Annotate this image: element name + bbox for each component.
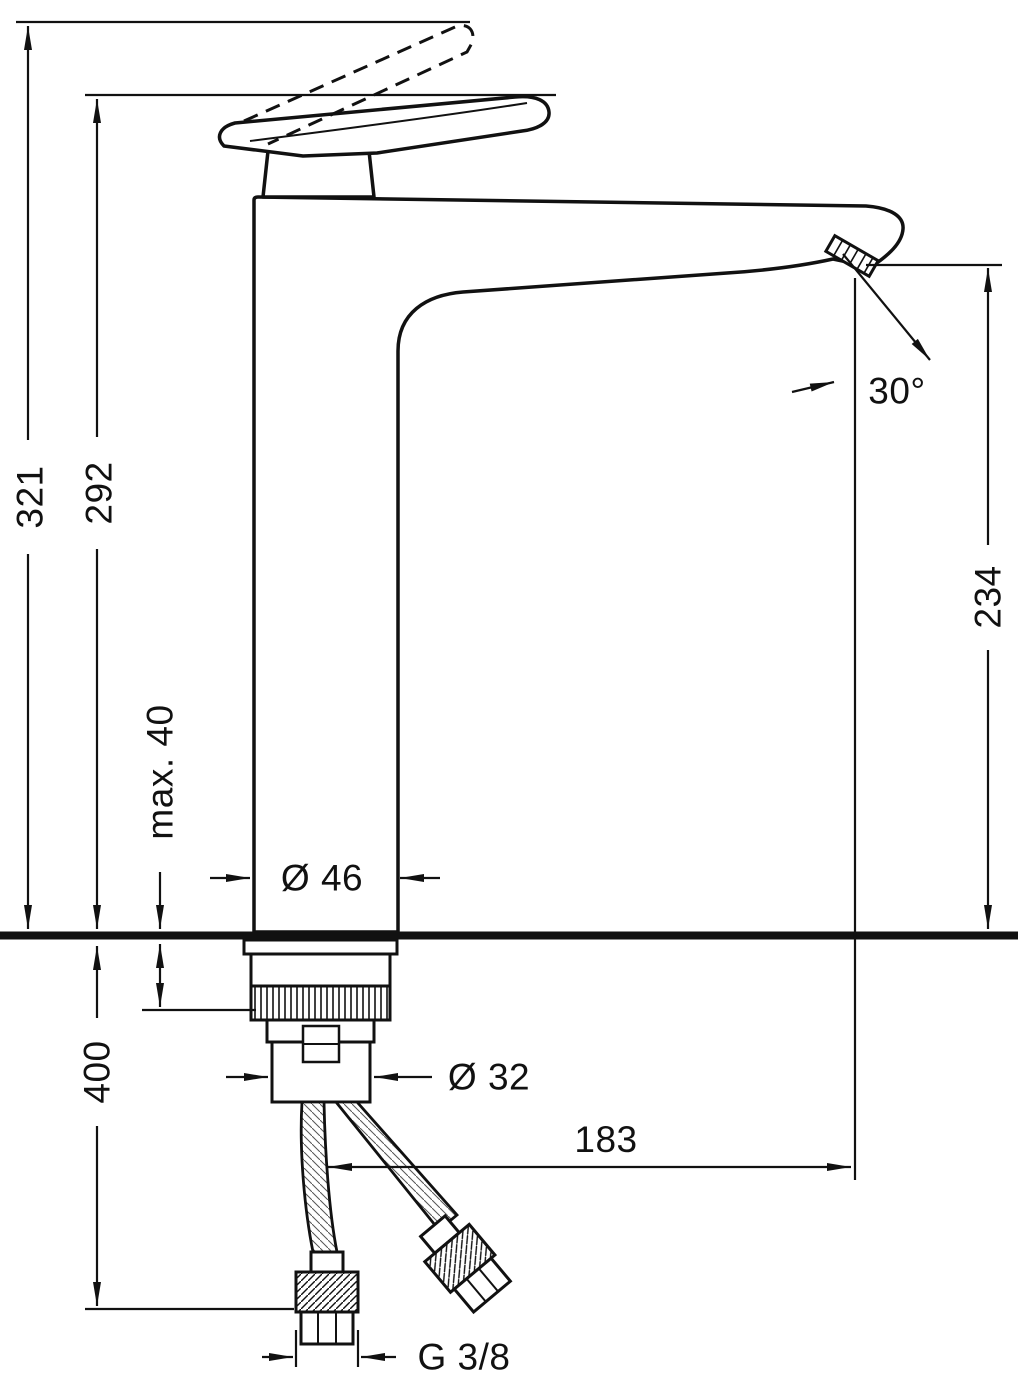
handle-raised-dashed-outline [243, 24, 475, 146]
supply-hoses [294, 1100, 513, 1346]
base-flange-top [242, 938, 399, 956]
dim-spout-reach: 183 [328, 278, 857, 1180]
dimension-label: Ø 32 [448, 1057, 530, 1098]
hose-nut-left [294, 1270, 360, 1314]
hose-endnut-left [299, 1310, 355, 1346]
below-deck-assembly [242, 938, 399, 1104]
hose-connector-left [294, 1250, 360, 1346]
dimension-label: G 3/8 [418, 1337, 511, 1378]
hose-ferrule-left [309, 1250, 345, 1274]
angle-arrow-line [791, 380, 835, 394]
dim-outlet-height: 234 [866, 263, 1009, 929]
handle-lever-contour [249, 102, 528, 142]
dimension-label: max. 40 [140, 704, 181, 839]
supply-hose-left [299, 1100, 339, 1254]
hose-endnut-right-facet2 [478, 1267, 499, 1293]
dimension-label: 183 [574, 1119, 637, 1160]
faucet-figure [0, 24, 1018, 1346]
dimension-label: Ø 46 [281, 858, 363, 899]
spout-body-outline [252, 195, 905, 934]
dim-max-counter-thickness: max. 40 [140, 704, 256, 1012]
dimension-label: 30° [868, 371, 925, 412]
mounting-nut-knurled [249, 984, 392, 1022]
handle-base [261, 149, 376, 199]
dimension-label: 321 [10, 465, 51, 528]
hose-endnut-right-facet1 [465, 1278, 487, 1303]
deck-line [0, 931, 1018, 940]
dim-total-height: 321 [10, 20, 470, 929]
handle-lever [217, 94, 551, 158]
base-flange-body [249, 952, 392, 988]
dim-hose-thread: G 3/8 [262, 1330, 511, 1378]
hose-endnut-right [452, 1256, 513, 1315]
dimension-label: 400 [77, 1040, 118, 1103]
dimension-label: 292 [79, 461, 120, 524]
dimensions: 321 292 max. 40 234 400 [10, 20, 1009, 1378]
dim-spray-angle: 30° [791, 253, 931, 412]
hose-connector-right [418, 1213, 513, 1315]
spray-axis-line [842, 253, 931, 361]
dimension-label: 234 [968, 565, 1009, 628]
dim-body-diameter: Ø 46 [210, 858, 440, 899]
dim-install-depth: 400 [77, 946, 294, 1311]
dim-handle-height: 292 [79, 93, 556, 929]
dim-shank-diameter: Ø 32 [226, 1057, 530, 1098]
